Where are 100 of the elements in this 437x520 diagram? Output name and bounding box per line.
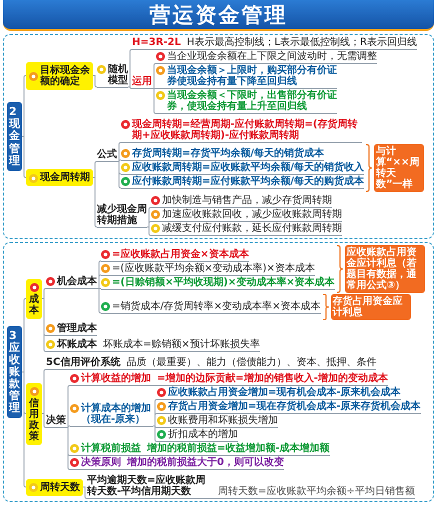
branch-line xyxy=(152,426,158,442)
branch-line xyxy=(92,177,98,228)
topic-text: =(日赊销额×平均收现期)×变动成本率×资本成本 xyxy=(112,276,335,288)
note-text: =增加的边际贡献=增加的销售收入-增加的变动成本 xyxy=(151,373,388,386)
topic-text: =应收账款占用资金×资本成本 xyxy=(112,248,249,260)
highlight-tag xyxy=(26,278,42,318)
topic-text: 计算税前损益 xyxy=(81,443,141,454)
mind-map-topic xyxy=(97,64,128,88)
branch-line xyxy=(146,226,152,236)
note-text: 坏账成本=赊销额×预计坏账损失率 xyxy=(97,339,260,352)
branch-label: 信用政策 xyxy=(29,398,39,442)
topic-text: 机会成本 xyxy=(57,276,97,287)
topic-text: 决策原则 xyxy=(81,457,121,468)
topic-text: 应付账款周转期=应付账款平均余额/每天的购货成本 xyxy=(132,176,364,186)
summary-callout: 存货占用资金应计利息 xyxy=(330,294,411,320)
branch-label: 现金周转期 xyxy=(40,172,90,183)
branch-line xyxy=(116,160,122,162)
branch-line xyxy=(128,86,132,89)
mind-map-topic xyxy=(151,209,342,222)
topic-text: 公式 xyxy=(97,149,117,162)
branch-line xyxy=(66,385,70,428)
branch-line xyxy=(96,288,102,314)
highlight-tag xyxy=(26,478,83,496)
branch-line xyxy=(152,426,158,428)
topic-text: 当企业现金余额在上下限之间波动时，无需调整 xyxy=(167,51,377,62)
branch-line xyxy=(116,142,122,162)
topic-text: =销货成本/存货周转率×变动成本率×资本成本 xyxy=(112,300,321,312)
topic-text: 平均逾期天数=应收账款周转天数-平均信用期天数 xyxy=(87,475,212,499)
branch-label: 目标现金余额的确定 xyxy=(40,64,90,86)
branch-line xyxy=(42,413,46,428)
topic-text: =(应收账款平均余额×变动成本率)×资本成本 xyxy=(112,262,315,274)
topic-text: 应收账款占用资金增加=现有机会成本-原来机会成本 xyxy=(168,387,401,398)
branch-line xyxy=(22,298,26,372)
branch-label: 周转天数 xyxy=(40,482,80,492)
summary-callout: 应收账款占用资金应计利息（若题目有数据，通常用公式③） xyxy=(344,245,425,293)
branch-line xyxy=(96,288,102,289)
title-banner: 营运资金管理 xyxy=(3,0,434,31)
mind-map-topic xyxy=(121,148,324,160)
mind-map-topic xyxy=(157,429,238,442)
branch-line xyxy=(128,49,132,88)
branch-line xyxy=(22,136,26,178)
mind-map-topic xyxy=(46,276,97,289)
section-tag: 3应收账款管理 xyxy=(7,326,22,418)
mind-map-topic xyxy=(101,300,321,314)
branch-line xyxy=(92,161,98,178)
topic-text: 加快制造与销售产品，减少存货周转期 xyxy=(162,195,332,206)
branch-line xyxy=(96,274,102,289)
mind-map-topic xyxy=(46,323,97,336)
mind-map-topic xyxy=(157,415,278,428)
highlight-tag xyxy=(26,382,42,444)
note-text: 品质（最重要）、能力（偿债能力）、资本、抵押、条件 xyxy=(120,357,376,370)
mind-map-topic xyxy=(70,402,153,426)
highlight-tag xyxy=(26,62,93,90)
topic-text: 现金周转期=经营周期-应付账款周转期=(存货周转期+应收账款周转期)-应付账款周转期 xyxy=(132,119,358,141)
mind-map-topic xyxy=(101,262,315,276)
mind-map-topic xyxy=(70,457,121,470)
highlight-tag xyxy=(26,169,93,186)
topic-text: 管理成本 xyxy=(57,323,97,334)
topic-text: 存货占用资金增加=现在存货机会成本-原来存货机会成本 xyxy=(168,401,421,412)
mind-map-topic xyxy=(121,176,364,188)
topic-text: 折扣成本的增加 xyxy=(168,429,238,440)
topic-text: 计算收益的增加 xyxy=(81,373,151,384)
mind-map-topic xyxy=(151,223,342,236)
topic-text: 减缓支付应付账款，延长应付账款周转期 xyxy=(162,223,342,234)
note-text: 增加的税前损益大于0，则可以改变 xyxy=(121,457,284,470)
branch-label: 成本 xyxy=(29,294,39,316)
topic-text: 计算成本的增加（现在-原来） xyxy=(81,402,152,424)
mind-map-topic xyxy=(70,443,141,456)
mind-map-topic xyxy=(157,401,421,414)
mind-map-topic xyxy=(151,195,332,208)
topic-text: 当现金余额＜下限时，出售部分有价证券，使现金持有量上升至回归线 xyxy=(167,90,337,112)
mind-map-topic xyxy=(121,162,364,174)
mind-map-topic xyxy=(70,373,151,386)
branch-line xyxy=(92,75,98,88)
topic-text: 当现金余额＞上限时，购买部分有价证券使现金持有量下降至回归线 xyxy=(167,65,337,87)
topic-text: 减少现金周转期措施 xyxy=(97,204,147,228)
summary-callout: 与计算“××周转天数”一样 xyxy=(374,144,424,192)
topic-text: 5C信用评价系统 xyxy=(46,357,120,370)
topic-text: 应收账款周转期=应收账款平均余额/每天的销货收入 xyxy=(132,162,364,172)
branch-line xyxy=(116,161,122,188)
mind-map-topic xyxy=(101,276,335,290)
branch-line xyxy=(42,369,46,414)
branch-line xyxy=(42,298,46,352)
topic-text: 随机模型 xyxy=(108,64,128,86)
note-text: 周转天数=应收账款平均余额÷平均日销售额 xyxy=(212,486,415,499)
branch-line xyxy=(82,486,88,499)
branch-line xyxy=(152,88,156,114)
mind-map-topic xyxy=(157,387,401,400)
branch-line xyxy=(22,75,26,137)
topic-text: 决策 xyxy=(46,415,66,428)
mind-map-topic xyxy=(156,51,377,64)
branch-line xyxy=(152,88,156,89)
topic-text: 坏账成本 xyxy=(57,339,97,350)
topic-text: 运用 xyxy=(132,76,152,89)
topic-text: 加速应收账款回收，减少应收账款周转期 xyxy=(162,209,342,220)
branch-line xyxy=(42,288,46,299)
branch-line xyxy=(66,427,70,470)
mind-map-topic xyxy=(46,339,97,352)
branch-line xyxy=(66,426,70,428)
topic-text: 存货周转期=存货平均余额/每天的销货成本 xyxy=(132,148,324,158)
